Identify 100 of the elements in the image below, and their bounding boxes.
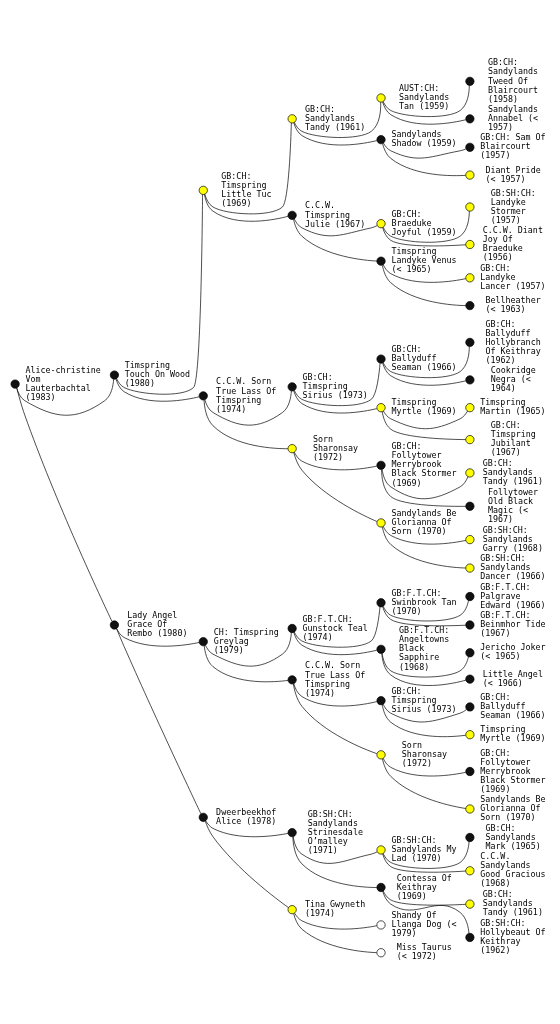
node-label: C.C.W. Sorn True Lass Of Timspring (1974) [305, 660, 366, 698]
node-circle [465, 592, 475, 602]
connector [382, 606, 467, 627]
node-circle [465, 468, 475, 478]
node-circle [287, 623, 297, 633]
node-circle [109, 370, 119, 380]
connector [293, 218, 378, 237]
node-label: GB:CH: Sandylands Tandy (1961) [305, 103, 366, 133]
node-label: GB:SH:CH: Sandylands Strinesdale O’malley (1971) [307, 808, 363, 855]
connector [16, 387, 113, 622]
node-label: Shandy Of Llanga Dog (< 1979) [391, 910, 457, 939]
node-label: GB:CH: Sandylands Tandy (1961) [482, 889, 543, 918]
node-circle [376, 598, 386, 608]
connector [203, 399, 289, 450]
node-label: C.C.W. Timspring Julie (1967) [305, 200, 366, 229]
node-label: Timspring Myrtle (1969) [391, 397, 457, 417]
node-label: GB:CH: Follytower Merrybrook Black Stormer (1969) [391, 441, 457, 488]
node-circle [376, 403, 386, 413]
node-label: Alice-christine Vom Lauterbachtal (1983) [25, 364, 101, 402]
node-circle [287, 444, 297, 454]
node-label: Follytower Old Black Magic (< 1967) [487, 486, 539, 524]
node-label: C.C.W. Sandylands Good Gracious (1968) [480, 851, 546, 889]
connector [116, 628, 200, 647]
connector [293, 606, 381, 648]
node-label: GB:CH: Timspring Little Tuc (1969) [221, 170, 272, 209]
connector [383, 410, 468, 430]
node-circle [198, 637, 208, 647]
node-circle [465, 240, 475, 250]
connector [116, 194, 203, 395]
connector [382, 890, 466, 906]
node-label: Timspring Myrtle (1969) [480, 724, 546, 744]
node-circle [465, 435, 475, 445]
connector [382, 227, 467, 247]
connector [382, 346, 470, 378]
node-label: Timspring Martin (1965) [480, 397, 546, 417]
connector [382, 264, 466, 283]
connector [382, 265, 467, 306]
connector [382, 891, 470, 934]
node-circle [465, 403, 475, 413]
node-circle [465, 832, 475, 842]
connector [381, 411, 467, 440]
node-circle [376, 354, 386, 364]
node-circle [376, 256, 386, 266]
connector [293, 122, 378, 146]
node-label: GB:CH: Sam Of Blaircourt (1957) [480, 132, 546, 161]
node-label: GB:CH: Sandylands Tandy (1961) [482, 458, 543, 487]
connector [382, 703, 467, 723]
connector [382, 85, 470, 117]
connector [381, 469, 469, 500]
node-label: GB:F.T.CH: Gunstock Teal (1974) [302, 613, 368, 642]
node-label: Sorn Sharonsay (1972) [312, 433, 359, 462]
node-circle [465, 932, 475, 942]
node-circle [376, 948, 386, 958]
node-label: GB:SH:CH: Sandylands Garry (1968) [482, 524, 543, 553]
connector [293, 913, 378, 953]
connector [116, 628, 202, 815]
node-label: GB:SH:CH: Hollybeaut Of Keithray (1962) [480, 918, 546, 956]
connector [381, 469, 466, 507]
node-label: CH: Timspring Greylag (1979) [213, 626, 279, 655]
connector [382, 362, 466, 386]
node-circle [465, 674, 475, 684]
node-circle [465, 170, 475, 180]
node-circle [465, 301, 475, 311]
node-circle [376, 219, 386, 229]
connector [204, 390, 292, 426]
connector [382, 758, 466, 777]
node-circle [465, 804, 475, 814]
node-circle [376, 460, 386, 470]
node-circle [287, 114, 297, 124]
node-circle [465, 767, 475, 776]
node-label: Sorn Sharonsay (1972) [401, 739, 447, 769]
node-label: GB:CH: Ballyduff Seaman (1966) [391, 344, 457, 373]
connector [293, 102, 382, 138]
connector [204, 820, 289, 908]
connector [294, 912, 378, 930]
node-label: Jericho Joker (< 1965) [480, 642, 546, 662]
node-circle [465, 375, 475, 385]
node-label: GB:SH:CH: Sandylands Dancer (1966) [480, 553, 546, 582]
connector [204, 122, 292, 215]
node-label: Dweerbeekhof Alice (1978) [216, 806, 277, 826]
node-circle [287, 210, 297, 220]
connector [382, 143, 466, 176]
connector [204, 194, 289, 222]
node-label: GB:CH: Sandylands Mark (1965) [485, 822, 541, 851]
connector [292, 836, 378, 888]
node-label: Timspring Touch On Wood (1980) [124, 360, 191, 389]
node-circle [465, 142, 475, 152]
node-label: GB:CH: Timspring Sirius (1973) [302, 371, 368, 401]
connector [293, 683, 378, 707]
node-circle [465, 202, 475, 212]
connector [293, 363, 381, 406]
node-label: C.C.W. Diant Joy Of Braeduke (1956) [482, 225, 543, 263]
connector [382, 210, 470, 243]
connector [293, 390, 378, 414]
connector [293, 452, 378, 522]
node-circle [465, 114, 475, 124]
node-circle [465, 866, 475, 876]
node-label: Contessa Of Keithray (1969) [396, 872, 452, 901]
node-label: GB:CH: Sandylands Tweed Of Blaircourt (1958) [487, 57, 539, 104]
node-label: GB:CH: Timspring Sirius (1973) [391, 685, 457, 714]
